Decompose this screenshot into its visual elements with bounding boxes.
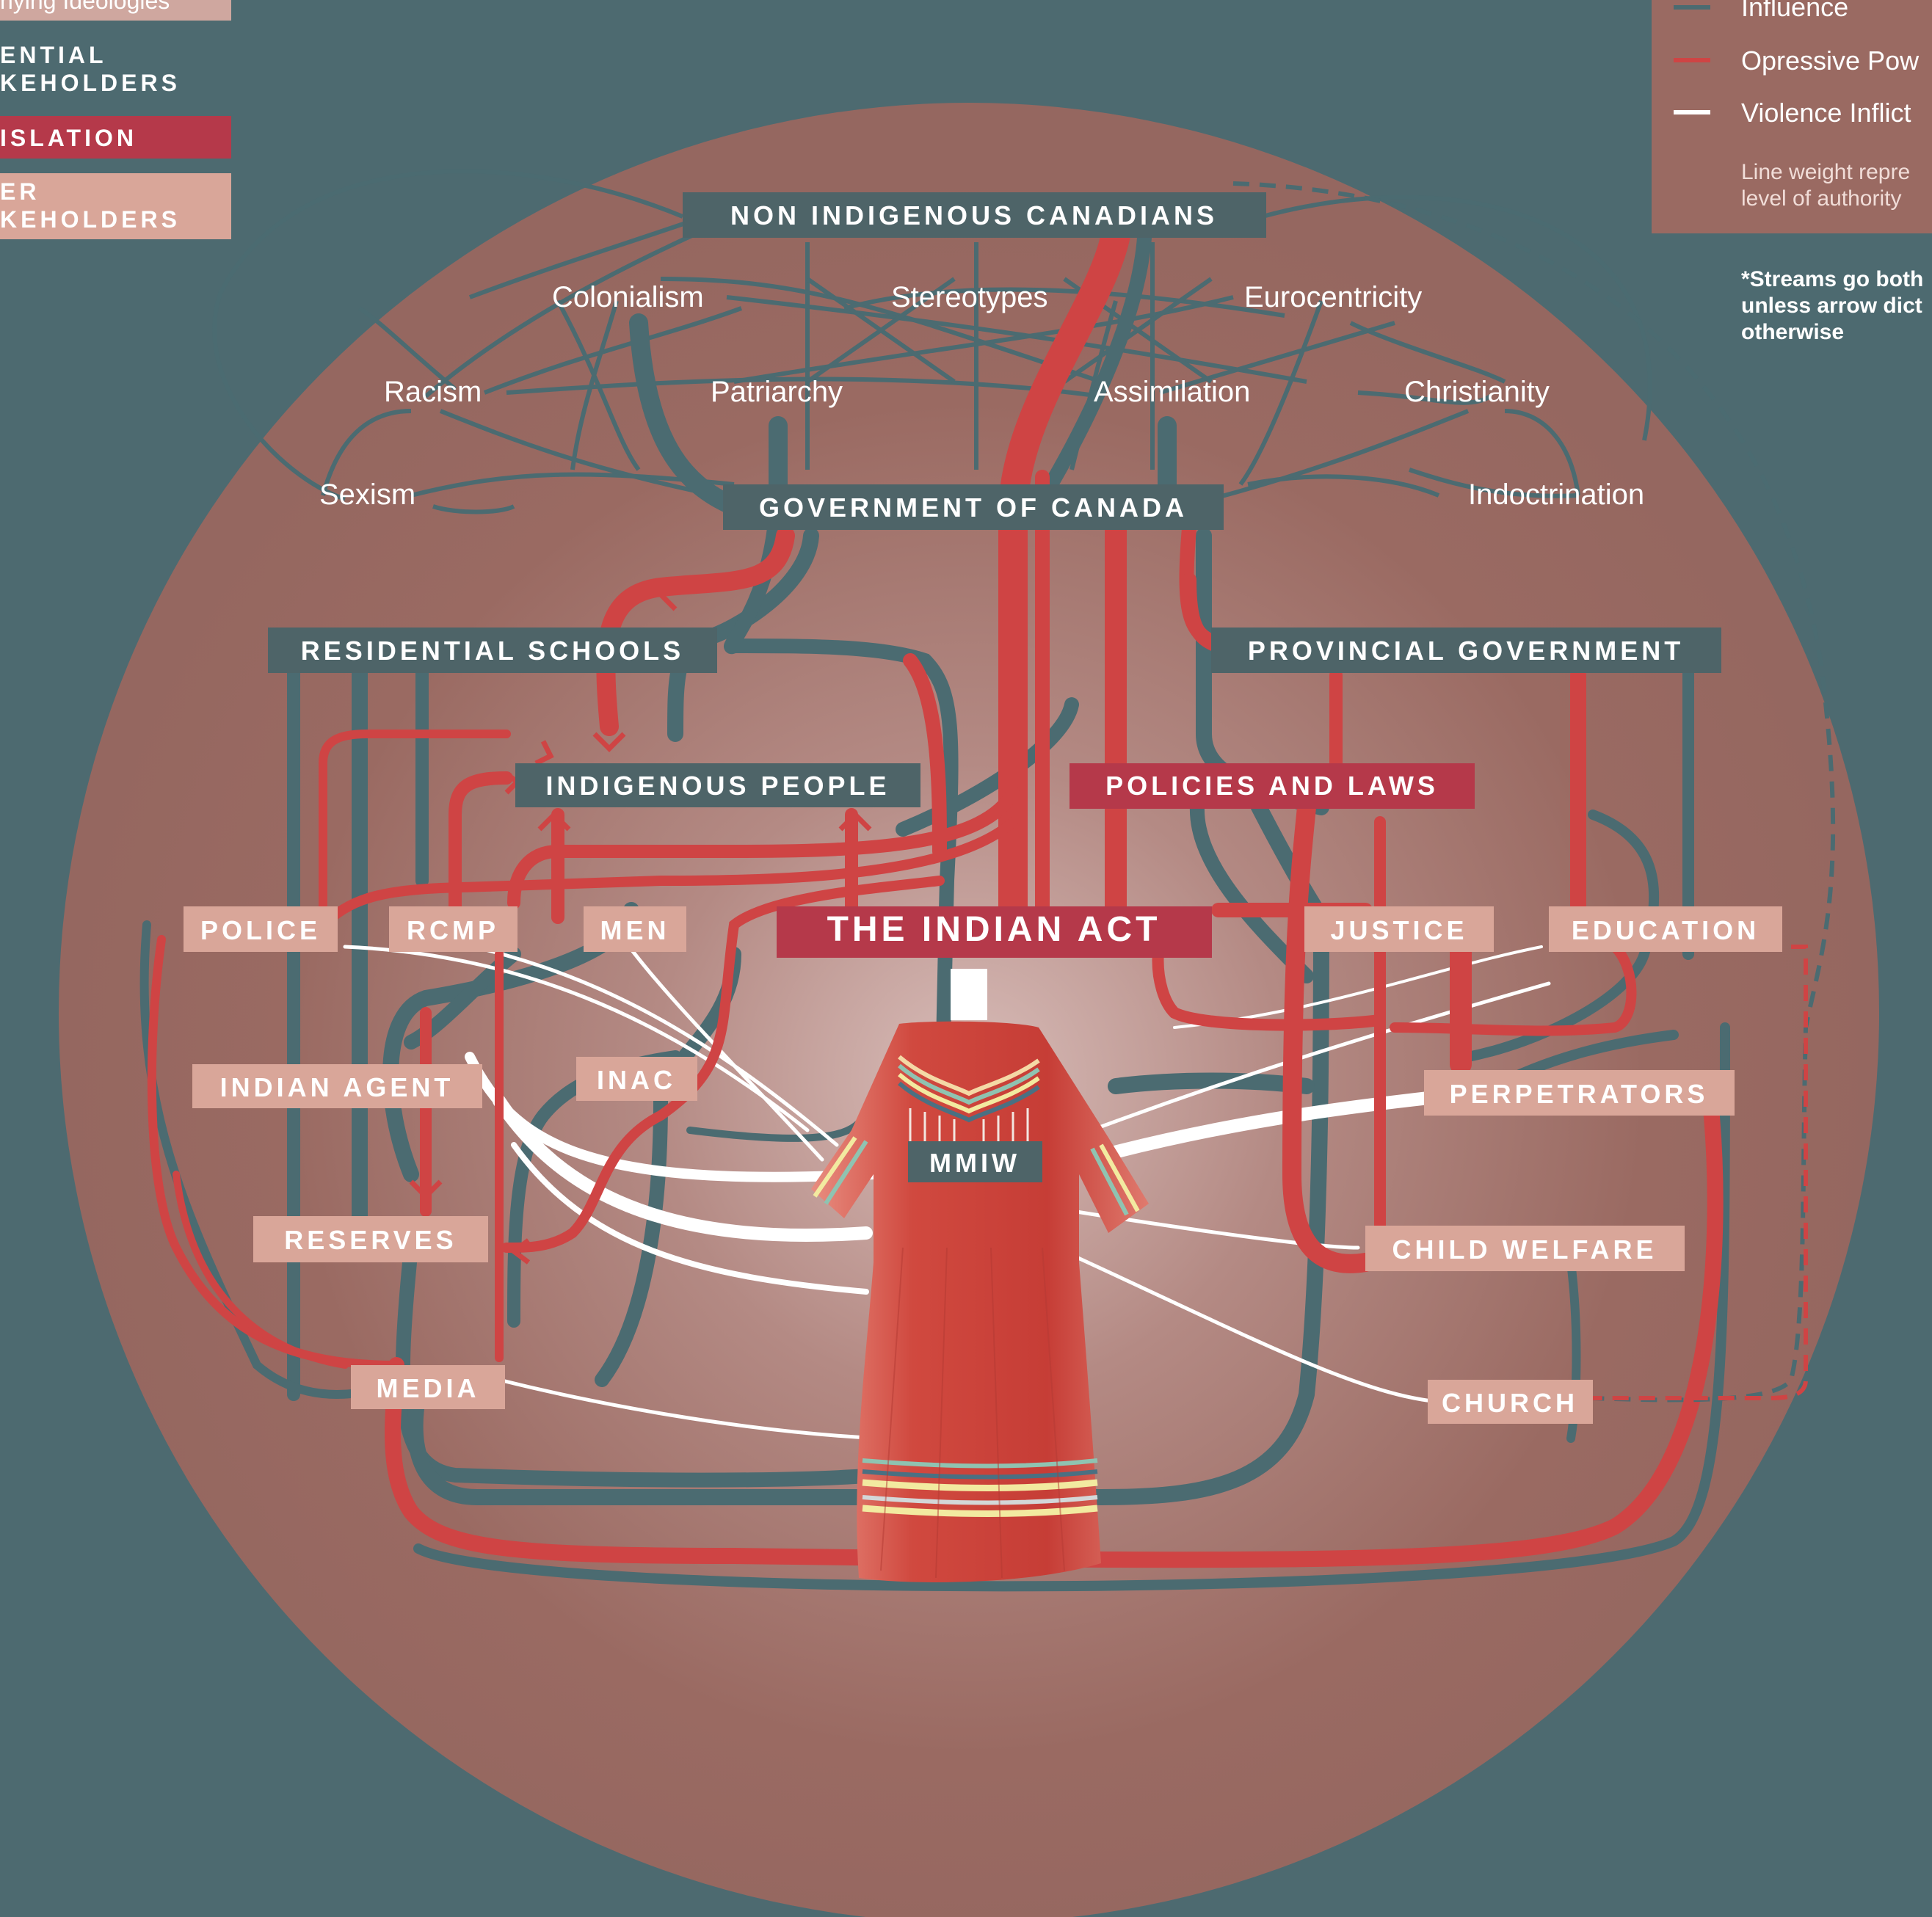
legend-influential-label-1: ENTIAL bbox=[0, 42, 107, 68]
svg-text:MEN: MEN bbox=[600, 915, 670, 945]
node-residential-schools: RESIDENTIAL SCHOOLS bbox=[268, 628, 717, 673]
legend-note-line-2: unless arrow dict bbox=[1741, 294, 1922, 318]
svg-text:GOVERNMENT OF CANADA: GOVERNMENT OF CANADA bbox=[759, 492, 1188, 523]
ideology-stereotypes: Stereotypes bbox=[891, 281, 1047, 313]
other-stakeholders: POLICE RCMP MEN JUSTICE EDUCATION INDIAN… bbox=[184, 906, 1782, 1424]
legend-other-label-2: KEHOLDERS bbox=[0, 206, 181, 233]
svg-text:CHURCH: CHURCH bbox=[1442, 1388, 1578, 1418]
legend-legislation-swatch bbox=[0, 116, 231, 159]
ideology-christianity: Christianity bbox=[1404, 376, 1550, 408]
svg-text:POLICIES AND LAWS: POLICIES AND LAWS bbox=[1105, 771, 1439, 801]
svg-text:RCMP: RCMP bbox=[407, 915, 499, 945]
svg-text:MEDIA: MEDIA bbox=[377, 1373, 480, 1403]
node-indian-agent: INDIAN AGENT bbox=[192, 1064, 482, 1108]
svg-text:MMIW: MMIW bbox=[929, 1148, 1020, 1178]
node-inac: INAC bbox=[576, 1057, 697, 1101]
node-indigenous-people: INDIGENOUS PEOPLE bbox=[515, 763, 920, 807]
node-reserves: RESERVES bbox=[253, 1216, 488, 1262]
node-perpetrators: PERPETRATORS bbox=[1424, 1070, 1735, 1116]
svg-text:INAC: INAC bbox=[597, 1065, 676, 1095]
ribbon-dress-illustration bbox=[811, 1021, 1149, 1582]
legend-other-swatch bbox=[0, 173, 231, 239]
ideology-eurocentricity: Eurocentricity bbox=[1244, 281, 1422, 313]
ideology-patriarchy: Patriarchy bbox=[711, 376, 843, 408]
ideology-web bbox=[212, 169, 1652, 514]
ideology-labels: Colonialism Stereotypes Eurocentricity R… bbox=[319, 281, 1644, 511]
legend-weight-label-2: level of authority bbox=[1741, 186, 1901, 211]
ideology-sexism: Sexism bbox=[319, 479, 415, 511]
node-media: MEDIA bbox=[351, 1365, 505, 1409]
legend-influential-label-2: KEHOLDERS bbox=[0, 70, 181, 96]
ideology-colonialism: Colonialism bbox=[552, 281, 704, 313]
svg-text:EDUCATION: EDUCATION bbox=[1572, 915, 1760, 945]
legend-violence-label: Violence Inflict bbox=[1741, 98, 1911, 128]
legend-weight-label-1: Line weight repre bbox=[1741, 160, 1910, 184]
node-the-indian-act: THE INDIAN ACT bbox=[777, 906, 1212, 958]
svg-text:THE INDIAN ACT: THE INDIAN ACT bbox=[827, 910, 1161, 949]
legend-oppressive-label: Opressive Pow bbox=[1741, 46, 1920, 76]
church-oppression-dashed bbox=[1593, 945, 1808, 1400]
svg-text:RESIDENTIAL SCHOOLS: RESIDENTIAL SCHOOLS bbox=[301, 636, 684, 666]
ideology-racism: Racism bbox=[384, 376, 482, 408]
ideology-assimilation: Assimilation bbox=[1094, 376, 1250, 408]
legend-ideologies-label: nying Ideologies bbox=[0, 0, 170, 14]
legend-note-line-3: otherwise bbox=[1741, 320, 1844, 344]
svg-text:PROVINCIAL GOVERNMENT: PROVINCIAL GOVERNMENT bbox=[1248, 636, 1684, 666]
node-justice: JUSTICE bbox=[1304, 906, 1494, 952]
node-policies-and-laws: POLICIES AND LAWS bbox=[1070, 763, 1475, 809]
legend-left: nying Ideologies ENTIAL KEHOLDERS ISLATI… bbox=[0, 0, 231, 239]
svg-text:PERPETRATORS: PERPETRATORS bbox=[1450, 1079, 1709, 1109]
svg-text:INDIGENOUS PEOPLE: INDIGENOUS PEOPLE bbox=[545, 771, 890, 801]
legend-right: Influence Opressive Pow Violence Inflict… bbox=[1652, 0, 1932, 344]
svg-text:CHILD WELFARE: CHILD WELFARE bbox=[1392, 1234, 1657, 1265]
svg-text:RESERVES: RESERVES bbox=[284, 1225, 457, 1255]
legend-note-line-1: *Streams go both bbox=[1741, 267, 1923, 291]
node-non-indigenous-canadians: NON INDIGENOUS CANADIANS bbox=[683, 192, 1266, 238]
node-rcmp: RCMP bbox=[389, 906, 518, 952]
svg-text:INDIAN AGENT: INDIAN AGENT bbox=[220, 1072, 454, 1102]
node-men: MEN bbox=[584, 906, 686, 952]
node-church: CHURCH bbox=[1428, 1380, 1593, 1424]
legend-influence-label: Influence bbox=[1741, 0, 1848, 22]
legend-legislation-label: ISLATION bbox=[0, 125, 137, 151]
node-education: EDUCATION bbox=[1549, 906, 1782, 952]
node-government-of-canada: GOVERNMENT OF CANADA bbox=[723, 484, 1224, 530]
node-child-welfare: CHILD WELFARE bbox=[1365, 1226, 1685, 1271]
violence-streams bbox=[343, 937, 1551, 1441]
legend-other-label-1: ER bbox=[0, 178, 40, 205]
node-provincial-government: PROVINCIAL GOVERNMENT bbox=[1211, 628, 1721, 673]
church-influence-dashed bbox=[1232, 181, 1836, 1403]
node-police: POLICE bbox=[184, 906, 338, 952]
svg-text:NON INDIGENOUS CANADIANS: NON INDIGENOUS CANADIANS bbox=[730, 200, 1218, 230]
ideology-indoctrination: Indoctrination bbox=[1468, 479, 1644, 511]
svg-text:JUSTICE: JUSTICE bbox=[1330, 915, 1467, 945]
node-mmiw: MMIW bbox=[908, 1141, 1042, 1182]
svg-text:POLICE: POLICE bbox=[200, 915, 321, 945]
